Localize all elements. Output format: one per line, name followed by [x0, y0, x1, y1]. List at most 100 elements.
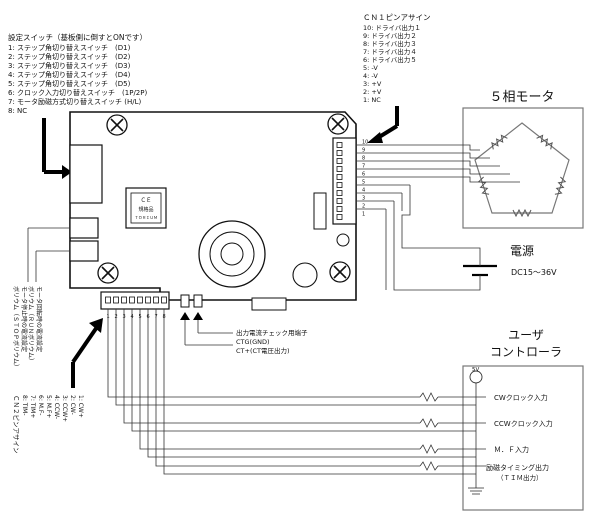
cn2-pin-7	[153, 296, 159, 304]
resistor-2	[419, 418, 439, 428]
cn2-wire-minus-3	[147, 309, 476, 458]
motor-coil-2	[554, 176, 567, 195]
switch-item-3: 3: ステップ角切り替えスイッチ (D3)	[8, 61, 131, 70]
cn2-wire-minus-1	[115, 309, 476, 406]
ctg-terminal	[180, 294, 190, 308]
cn2-connector	[100, 291, 170, 310]
cn2-wire-minus-2	[131, 309, 476, 432]
small-capacitor	[292, 262, 318, 288]
cn1-pin-label-3: 3	[362, 196, 365, 202]
motor-block: ５相モータ	[462, 90, 584, 229]
cn2-wire-plus-2	[123, 309, 420, 424]
cn2-title: ＣＮ２ピンアサイン	[12, 395, 20, 454]
cn1-item-10: 10: ドライバ出力１	[363, 23, 421, 32]
switch-settings-title: 設定スイッチ（基板側に倒すとONです）	[8, 32, 147, 42]
cn1-pin-5	[336, 182, 343, 188]
vcc-label: 5V	[472, 367, 479, 373]
cn2-item-8: 8: TIM-	[21, 395, 28, 416]
cn1-pin-label-8: 8	[362, 156, 365, 162]
ct-label: CT+(CT電圧出力)	[236, 346, 290, 355]
power-spec: DC15～36V	[511, 268, 557, 277]
controller-title-2: コントローラ	[490, 345, 562, 359]
cn2-wire-plus-3	[139, 309, 420, 450]
cn2-arrow	[71, 318, 103, 388]
motor-title: ５相モータ	[489, 90, 554, 105]
stop-pot-label-1: モータ停止時の電流設定	[20, 286, 28, 352]
cn1-pin-8	[336, 158, 343, 164]
cn1-pin-2	[336, 206, 343, 212]
screw-bottom-left	[97, 262, 119, 284]
switch-item-8: 8: NC	[8, 107, 27, 115]
controller-signal-cw: CWクロック入力	[494, 393, 548, 402]
cn1-pin-label-2: 2	[362, 204, 365, 210]
cn2-pin-1	[105, 296, 111, 304]
cn1-pin-label-1: 1	[362, 212, 365, 218]
cn1-item-8: 8: ドライバ出力３	[363, 39, 417, 48]
switch-item-5: 5: ステップ角切り替えスイッチ (D5)	[8, 79, 131, 88]
screw-bottom-right	[329, 261, 351, 283]
switch-item-1: 1: ステップ角切り替えスイッチ (D1)	[8, 43, 131, 52]
cn1-item-9: 9: ドライバ出力２	[363, 31, 417, 40]
motor-coil-1	[536, 134, 553, 150]
cn1-block: ＣＮ１ピンアサイン 10: ドライバ出力１ 9: ドライバ出力２ 8: ドライバ…	[363, 13, 431, 104]
switch-item-2: 2: ステップ角切り替えスイッチ (D2)	[8, 52, 131, 61]
bottom-component	[251, 297, 287, 311]
stop-pot-label-2: ボリウム（ＳＴＯＰボリウム）	[12, 286, 20, 370]
switch-arrow	[42, 118, 72, 179]
switch-item-7: 7: モータ励磁方式切り替えスイッチ (H/L)	[8, 97, 142, 106]
ce-label-2: 規格品	[138, 206, 153, 213]
resistor-1	[419, 392, 439, 402]
cn1-pin-7	[336, 166, 343, 172]
cn2-item-1: 1: CW+	[77, 395, 84, 418]
stop-pot	[69, 240, 99, 262]
cn2-item-5: 5: M.F+	[45, 395, 52, 418]
cn1-pin-label-5: 5	[362, 180, 365, 186]
cn1-pin-9	[336, 150, 343, 156]
switch-settings-block: 設定スイッチ（基板側に倒すとONです） 1: ステップ角切り替えスイッチ (D1…	[8, 32, 147, 115]
cn2-item-4: 4: CCW-	[53, 395, 60, 419]
cn1-pin-6	[336, 174, 343, 180]
run-pot	[69, 217, 99, 239]
run-pot-label-2: ボリウム（ＲＵＮボリウム）	[27, 286, 35, 364]
motor-coil-5	[491, 134, 508, 150]
cn1-pin-label-10: 10	[362, 140, 368, 146]
ce-label-1: ＣＥ	[140, 197, 151, 204]
cn2-pin-6	[145, 296, 151, 304]
cn2-pin-5	[137, 296, 143, 304]
cn1-item-2: 2: +V	[363, 88, 382, 96]
screw-top-left	[106, 114, 128, 136]
cn1-pin-10	[336, 142, 343, 148]
switch-item-6: 6: クロック入力切り替えスイッチ (1P/2P)	[8, 88, 147, 97]
cn2-block: ＣＮ２ピンアサイン 8: TIM- 7: TIM+ 6: M.F- 5: M.F…	[12, 395, 84, 454]
cn2-pin-3	[121, 296, 127, 304]
motor-pentagon	[474, 122, 570, 214]
check-terminal-title: 出力電流チェック用端子	[236, 328, 308, 337]
controller-tim-note: （ＴＩＭ出力）	[497, 473, 543, 482]
cn2-pin-2	[113, 296, 119, 304]
controller-block: ユーザ コントローラ 5V CWクロック入力 CCWクロック入力 Ｍ．Ｆ入力 励…	[462, 328, 584, 511]
ct-terminal	[193, 294, 203, 308]
cn1-item-4: 4: -V	[363, 72, 378, 80]
cn1-pin-1	[336, 214, 343, 220]
cn1-pin-4	[336, 190, 343, 196]
cn1-pin-label-7: 7	[362, 164, 365, 170]
ce-chip: ＣＥ 規格品 ＴＯＲＩＵＭ	[125, 187, 167, 229]
switch-item-4: 4: ステップ角切り替えスイッチ (D4)	[8, 70, 131, 79]
run-pot-label-1: モータ回転時の電流設定	[35, 286, 43, 352]
power-block: 電源 DC15～36V	[463, 244, 557, 282]
driver-board: ＣＥ 規格品 ＴＯＲＩＵＭ	[69, 111, 357, 320]
cn2-wire-plus-4	[155, 309, 420, 467]
cn1-item-3: 3: +V	[363, 80, 382, 88]
ctg-arrow-head	[180, 312, 190, 320]
cn2-wire-minus-4	[163, 309, 476, 475]
check-terminal-labels: 出力電流チェック用端子 CTG(GND) CT+(CT電圧出力)	[184, 320, 308, 355]
dip-switch-block	[69, 144, 103, 204]
cn1-arrow	[367, 106, 399, 143]
cn1-item-7: 7: ドライバ出力４	[363, 47, 417, 56]
cn1-item-6: 6: ドライバ出力５	[363, 55, 417, 64]
controller-box	[462, 365, 584, 511]
cn2-pin-8	[161, 296, 167, 304]
cn1-item-1: 1: NC	[363, 96, 381, 104]
controller-signal-ccw: CCWクロック入力	[494, 419, 553, 428]
